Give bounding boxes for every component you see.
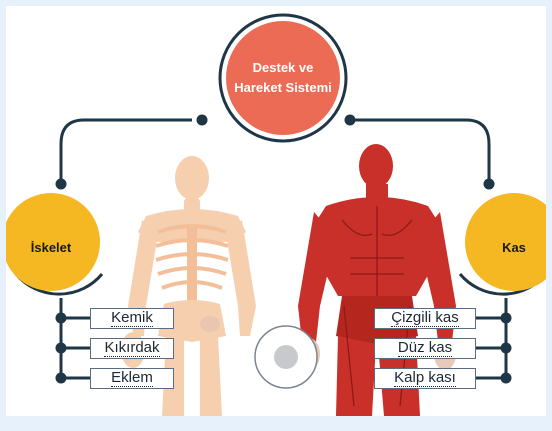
skeleton-item-label: Kemik xyxy=(111,310,153,327)
skeleton-item-box: Eklem xyxy=(90,368,174,389)
magnifier-icon xyxy=(255,326,317,388)
title-line-2: Hareket Sistemi xyxy=(234,78,332,98)
muscle-item-box: Kalp kası xyxy=(374,368,476,389)
skeleton-item-label: Eklem xyxy=(111,370,153,387)
skeleton-item-label: Kıkırdak xyxy=(104,340,159,357)
muscle-item-label: Çizgili kas xyxy=(391,310,459,327)
muscle-item-box: Düz kas xyxy=(374,338,476,359)
title-label: Destek ve Hareket Sistemi xyxy=(228,50,338,106)
diagram-panel: Destek ve Hareket Sistemi İskelet Kas Ke… xyxy=(6,6,546,416)
muscle-item-label: Kalp kası xyxy=(394,370,456,387)
muscle-label: Kas xyxy=(484,232,544,262)
title-line-1: Destek ve xyxy=(234,58,332,78)
skeleton-label: İskelet xyxy=(16,232,86,262)
muscle-item-label: Düz kas xyxy=(398,340,452,357)
skeleton-item-box: Kıkırdak xyxy=(90,338,174,359)
skeleton-item-box: Kemik xyxy=(90,308,174,329)
muscle-item-box: Çizgili kas xyxy=(374,308,476,329)
